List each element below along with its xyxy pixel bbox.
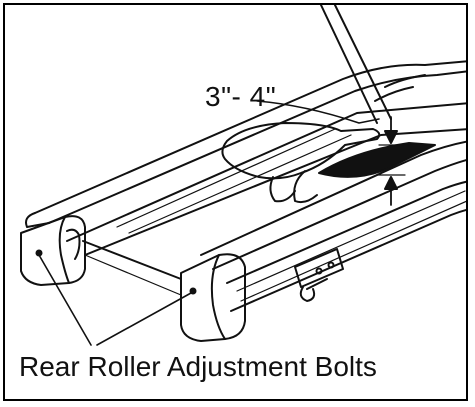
diagram-caption: Rear Roller Adjustment Bolts <box>19 351 377 382</box>
belt-lift-shade <box>318 142 436 178</box>
bolt-leader-lines <box>38 254 192 346</box>
frame-bracket <box>294 248 344 302</box>
hand-figure <box>221 74 426 204</box>
measurement-arrows <box>256 100 406 206</box>
console-upright <box>320 5 392 124</box>
far-side-rail <box>25 60 466 228</box>
right-end-cap <box>180 253 246 342</box>
rear-roller <box>82 240 182 296</box>
measurement-label: 3"- 4" <box>205 81 277 112</box>
left-end-cap <box>20 215 86 286</box>
diagram-frame: 3"- 4" Rear Roller Adjustment Bolts <box>3 3 468 401</box>
near-side-rail <box>200 140 466 312</box>
treadmill-illustration <box>20 5 466 346</box>
treadmill-belt <box>66 102 466 256</box>
